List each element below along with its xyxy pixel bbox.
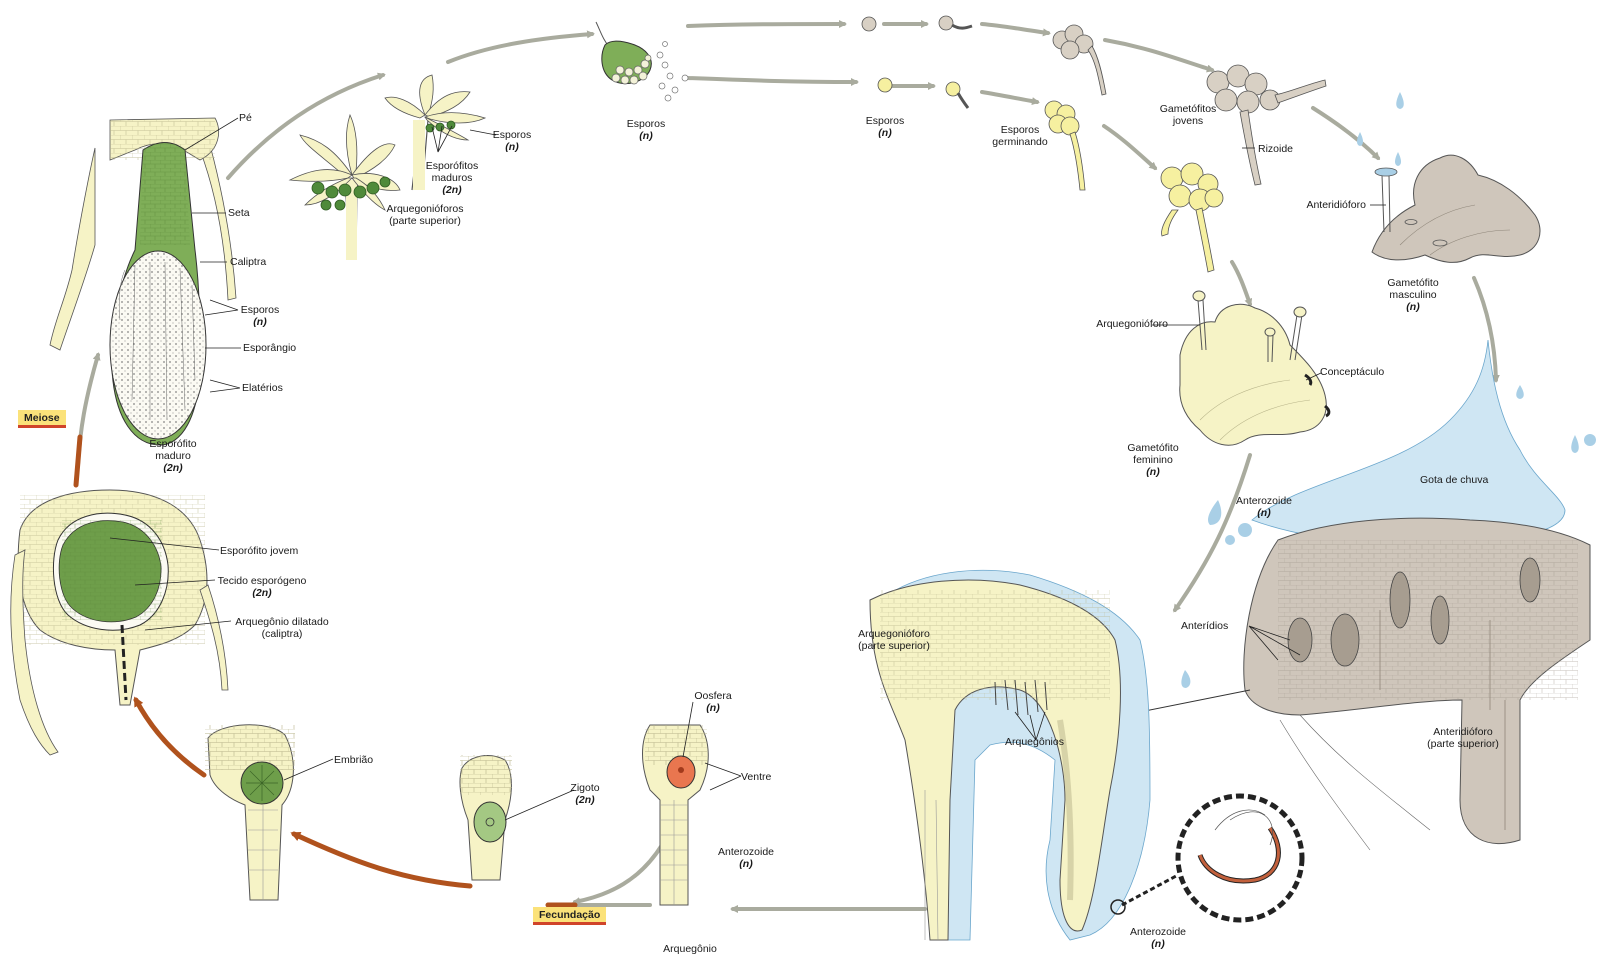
label-pe: Pé [239,112,252,124]
label-conceptaculo: Conceptáculo [1320,366,1384,378]
label-embriao: Embrião [334,754,373,766]
label-rizoide: Rizoide [1258,143,1293,155]
label-arquegonioforo-parte-superior: Arquegonióforo(parte superior) [858,628,930,652]
label-arquegonio-dilatado: Arquegônio dilatado(caliptra) [235,616,328,640]
label-esporos-mid: Esporos(n) [866,115,905,139]
label-seta: Seta [228,207,250,219]
spore-capsule-drawing [596,22,688,101]
label-anterozoide-drop: Anterozoide(n) [1236,495,1292,519]
label-caliptra: Caliptra [230,256,266,268]
raindrop-antheridiophore-drawing [1100,340,1596,850]
label-esporos-top: Esporos(n) [627,118,666,142]
label-arquegonioforos-top: Arquegonióforos(parte superior) [386,203,463,227]
label-oosfera: Oosfera(n) [694,690,731,714]
label-esporos-small: Esporos(n) [493,129,532,153]
archegonium-drawing [643,725,709,905]
meiosis-tag: Meiose [18,410,66,428]
zygote-drawing [460,755,512,880]
label-gota-de-chuva: Gota de chuva [1420,474,1488,486]
label-elaterios: Elatérios [242,382,283,394]
embryo-drawing [205,725,295,900]
label-anteridioforo: Anteridióforo [1306,199,1366,211]
label-esporofito-jovem: Esporófito jovem [220,545,298,557]
female-gametophyte-drawing [1180,291,1329,445]
fertilization-tag: Fecundação [533,907,606,925]
label-esporos-sporangium: Esporos(n) [241,304,280,328]
archegoniophore-section-drawing [870,570,1150,940]
leader-lines [110,118,1386,820]
young-sporophyte-drawing [11,490,228,755]
label-anteridios: Anterídios [1181,620,1228,632]
label-arquegonio: Arquegônio [663,943,717,955]
label-anterozoide-archegonium: Anterozoide(n) [718,846,774,870]
label-tecido-esporogeno: Tecido esporógeno(2n) [218,575,307,599]
label-anteridioforo-parte-superior: Anteridióforo(parte superior) [1427,726,1499,750]
label-arquegonioforo: Arquegonióforo [1096,318,1168,330]
label-arquegonios: Arquegônios [1005,736,1064,748]
mature-sporophyte-drawing [50,118,236,445]
spore-germination-drawing [862,16,1326,272]
male-gametophyte-drawing [1357,92,1540,262]
label-esporangio: Esporângio [243,342,296,354]
label-ventre: Ventre [741,771,771,783]
label-anterozoide-bottom: Anterozoide(n) [1130,926,1186,950]
label-zigoto: Zigoto(2n) [570,782,599,806]
